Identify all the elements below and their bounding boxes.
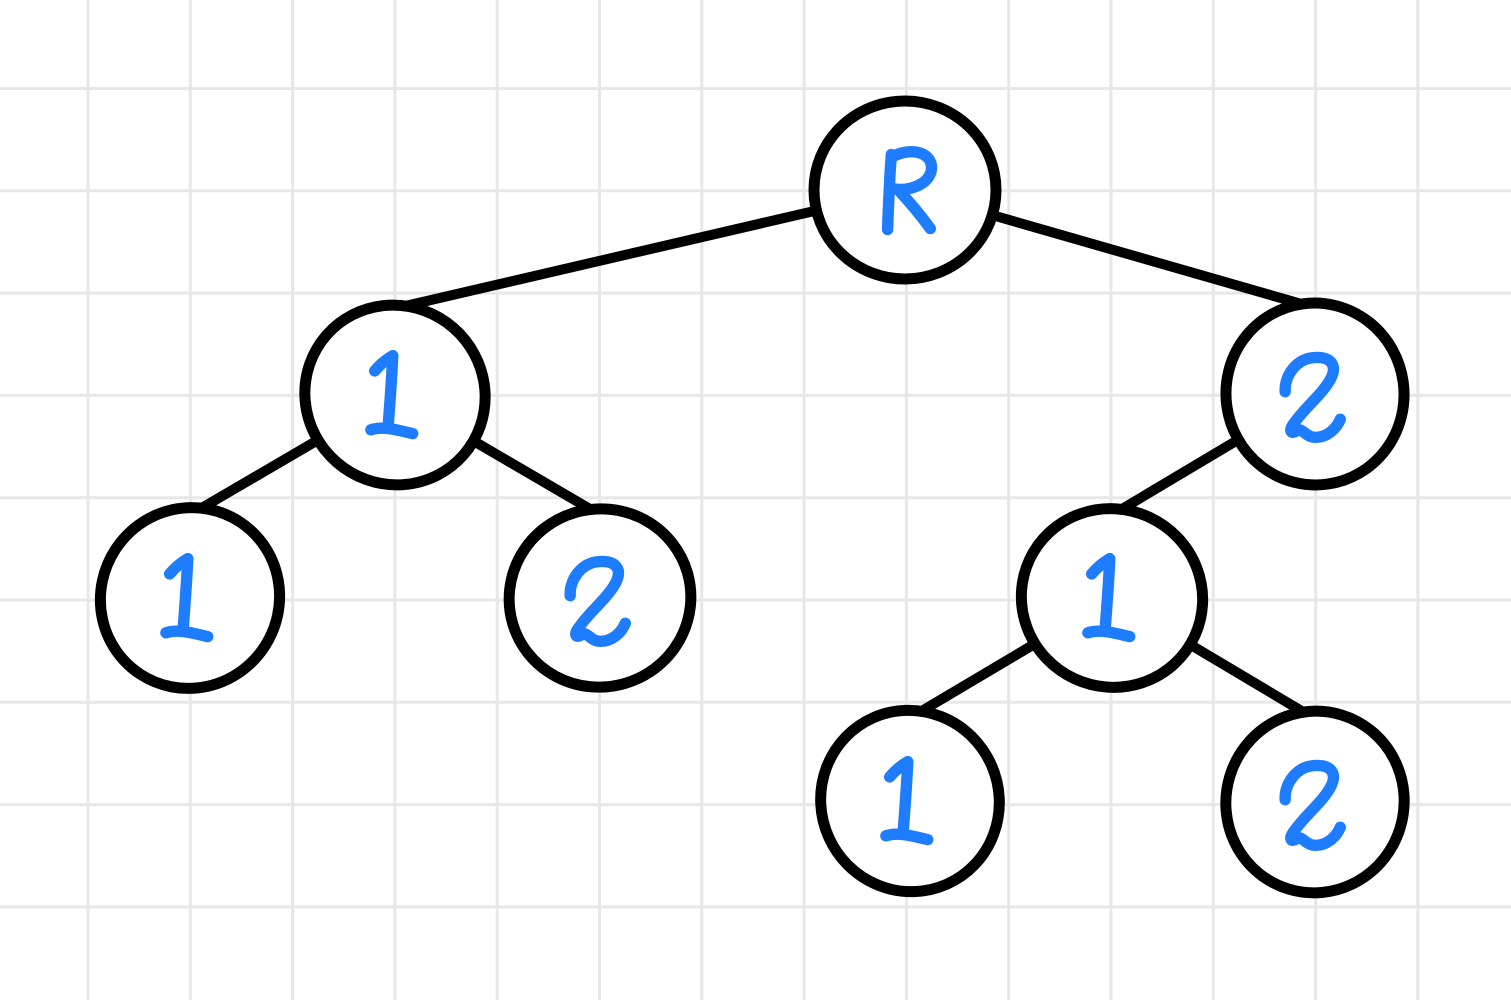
tree-node-root[interactable]: R: [808, 95, 1002, 285]
label-stroke: [160, 625, 214, 643]
node-label-R: R: [881, 146, 937, 236]
node-label-1: 1: [365, 350, 419, 440]
node-label-1: 1: [880, 756, 934, 846]
label-stroke: [897, 756, 914, 840]
label-stroke: [564, 555, 632, 648]
tree-node-n-left-right[interactable]: 2: [488, 487, 712, 708]
label-stroke: [1082, 625, 1136, 643]
node-label-2: 2: [1279, 351, 1347, 444]
node-label-1: 1: [1082, 553, 1136, 643]
tree-node-n-right[interactable]: 2: [1214, 291, 1416, 496]
label-stroke: [382, 350, 399, 434]
label-stroke: [1279, 759, 1347, 852]
tree-node-n-rl-left[interactable]: 1: [792, 682, 1029, 921]
tree-node-n-right-left[interactable]: 1: [992, 479, 1232, 717]
node-label-2: 2: [564, 555, 632, 648]
label-stroke: [177, 553, 194, 637]
tree-node-n-rl-right[interactable]: 2: [1203, 689, 1426, 915]
label-stroke: [365, 422, 419, 440]
label-stroke: [893, 184, 937, 235]
label-stroke: [1279, 351, 1347, 444]
tree-nodes: R 1 2 1 2 1 1 2: [66, 95, 1426, 921]
node-label-1: 1: [160, 553, 214, 643]
label-stroke: [880, 828, 934, 846]
node-label-2: 2: [1279, 759, 1347, 852]
label-stroke: [1099, 553, 1116, 637]
tree-node-n-left[interactable]: 1: [268, 268, 522, 522]
label-stroke: [885, 146, 937, 196]
tree-node-n-left-left[interactable]: 1: [66, 473, 314, 723]
